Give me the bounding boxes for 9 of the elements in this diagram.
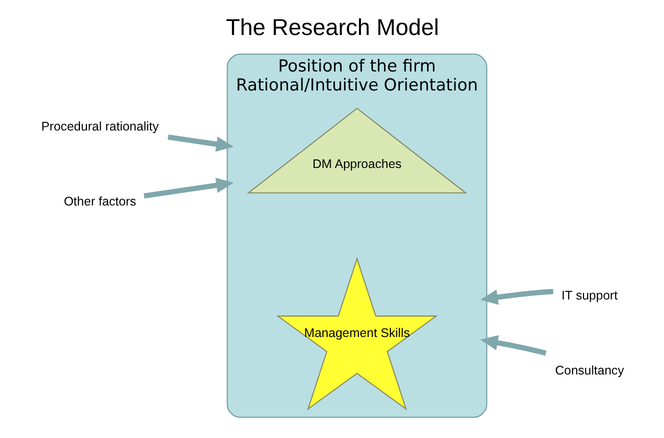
diagram-title: The Research Model (226, 14, 438, 40)
arrow (143, 178, 234, 199)
node-text: Procedural rationality (40, 119, 158, 134)
node-text: Other factors (63, 194, 136, 209)
arrow (480, 335, 546, 356)
arrow (480, 288, 553, 305)
node-text: IT support (560, 288, 618, 302)
node-text: Consultancy (554, 364, 624, 378)
arrow (167, 134, 234, 152)
